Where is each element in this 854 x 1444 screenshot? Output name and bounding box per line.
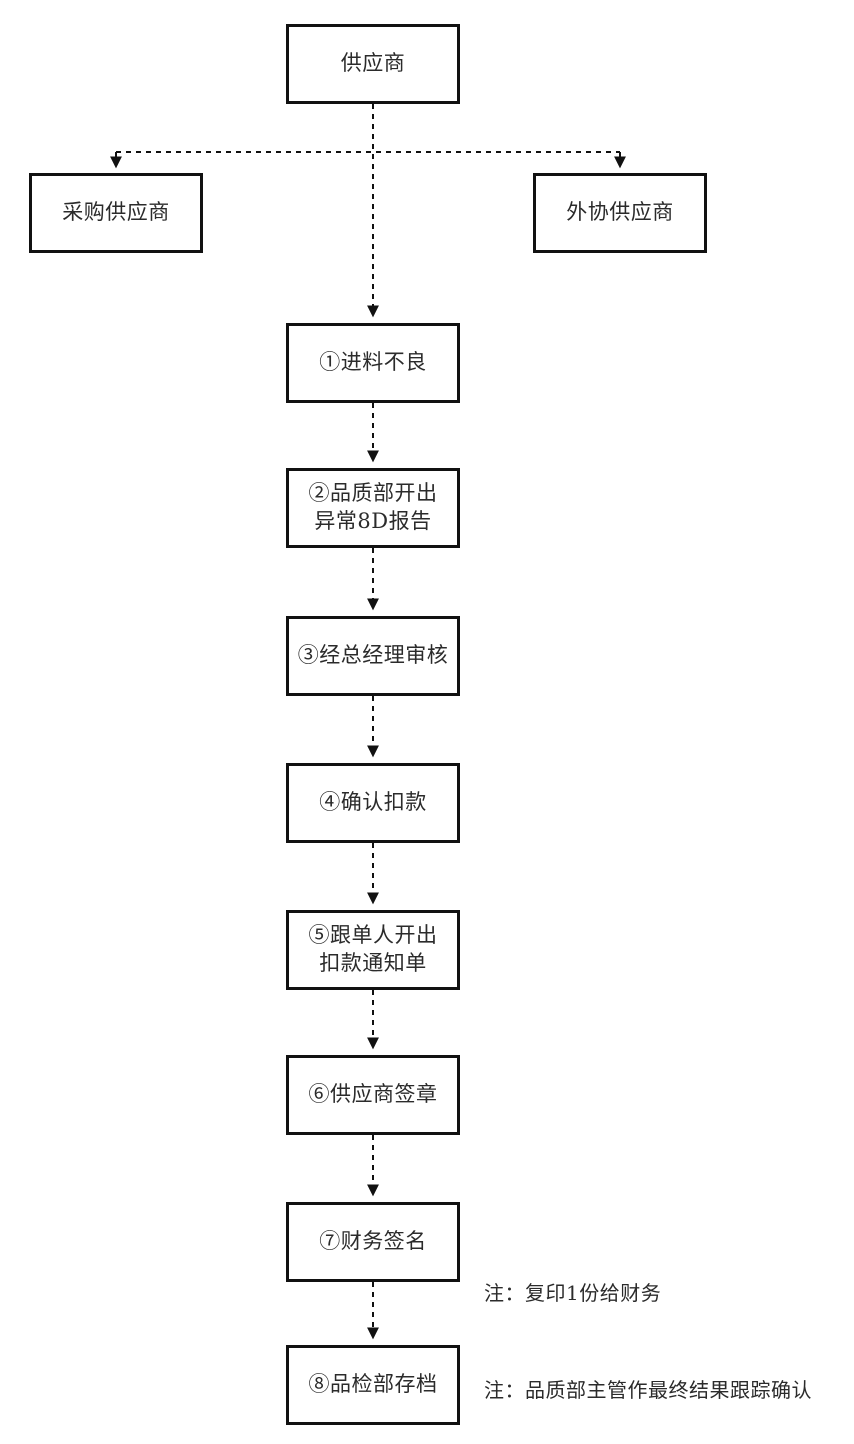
node-purchase-supplier[interactable]: 采购供应商 [29, 173, 203, 253]
note-finance-copy: 注：复印1份给财务 [484, 1281, 662, 1305]
node-supplier[interactable]: 供应商 [286, 24, 460, 104]
note-qa-followup: 注：品质部主管作最终结果跟踪确认 [484, 1378, 812, 1402]
node-step-5[interactable]: ⑤跟单人开出 扣款通知单 [286, 910, 460, 990]
node-step-1[interactable]: ①进料不良 [286, 323, 460, 403]
node-step-4[interactable]: ④确认扣款 [286, 763, 460, 843]
node-step-7[interactable]: ⑦财务签名 [286, 1202, 460, 1282]
node-outsourcing-supplier[interactable]: 外协供应商 [533, 173, 707, 253]
connector-supplier-branch [110, 151, 626, 169]
node-step-2[interactable]: ②品质部开出 异常8D报告 [286, 468, 460, 548]
node-step-8[interactable]: ⑧品检部存档 [286, 1345, 460, 1425]
node-step-6[interactable]: ⑥供应商签章 [286, 1055, 460, 1135]
node-step-3[interactable]: ③经总经理审核 [286, 616, 460, 696]
